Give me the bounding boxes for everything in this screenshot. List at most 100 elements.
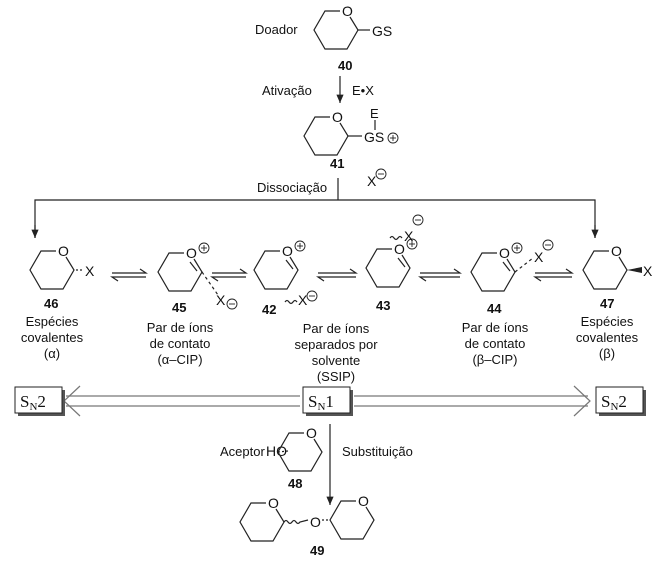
charge-circle — [511, 242, 523, 254]
sn2-beta-box: SN2 — [595, 386, 646, 416]
activation-label: Ativação — [262, 83, 312, 98]
ssip-line: separados por — [294, 337, 378, 352]
dissociation-label: Dissociação — [257, 180, 327, 195]
charge-circle — [542, 239, 554, 251]
equilibrium-arrows — [110, 268, 574, 282]
donor-ring: O — [313, 3, 370, 50]
compound-41-number: 41 — [330, 156, 344, 171]
compound-45-number: 45 — [172, 300, 186, 315]
svg-text:SN2: SN2 — [20, 392, 46, 413]
ring-bonds — [277, 432, 323, 472]
ring-oxygen: O — [268, 495, 279, 511]
double-bond — [189, 261, 198, 272]
charge-circle — [294, 240, 306, 252]
ring-bonds — [253, 250, 299, 290]
acceptor-ho: HO — [266, 443, 287, 459]
compound-43-number: 43 — [376, 298, 390, 313]
counter-ion-x: X — [216, 292, 226, 308]
wavy-bond — [389, 235, 403, 241]
compound-44-number: 44 — [487, 301, 502, 316]
ring-oxygen: O — [282, 243, 293, 259]
wedge-bond — [627, 267, 642, 273]
leaving-group-x: X — [85, 263, 95, 279]
product-bridge-o: O — [310, 514, 321, 530]
minus-charge-icon — [226, 298, 238, 310]
species-46-line: Espécies — [26, 314, 79, 329]
double-bond — [285, 259, 294, 270]
species-45-line: (α–CIP) — [157, 352, 202, 367]
plus-charge-icon — [511, 242, 523, 254]
compound-40-number: 40 — [338, 58, 352, 73]
species-47-line: (β) — [599, 346, 615, 361]
ion-contact-bond — [201, 271, 219, 296]
equilibrium-forward-arrow — [535, 268, 574, 274]
wavy-bond — [283, 519, 309, 525]
sn-continuum — [63, 385, 591, 417]
ring-bonds — [365, 248, 411, 288]
compound-49-number: 49 — [310, 543, 324, 558]
hashed-bond — [277, 450, 289, 453]
charge-circle — [412, 214, 424, 226]
double-bond — [502, 261, 511, 272]
species-45-line: de contato — [150, 336, 211, 351]
ssip-line: (SSIP) — [317, 369, 355, 384]
minus-charge-icon — [375, 168, 387, 180]
species-47-line: covalentes — [576, 330, 639, 345]
ring-oxygen: O — [332, 109, 343, 125]
counter-ion-x: X — [404, 228, 414, 244]
ring-oxygen: O — [58, 243, 69, 259]
equilibrium-forward-arrow — [112, 268, 148, 274]
species-46-line: covalentes — [21, 330, 84, 345]
activated-e: E — [370, 106, 379, 121]
activation-reagent: E•X — [352, 83, 374, 98]
species-44-line: de contato — [465, 336, 526, 351]
charge-circle — [306, 290, 318, 302]
plus-charge-icon — [387, 132, 399, 144]
dissociation-branch — [34, 199, 596, 238]
minus-charge-icon — [412, 214, 424, 226]
acceptor-label: Aceptor — [220, 444, 265, 459]
species-46-line: (α) — [44, 346, 60, 361]
svg-text:SN2: SN2 — [601, 392, 627, 413]
activated-gs: GS — [364, 129, 384, 145]
equilibrium-reverse-arrow — [533, 276, 572, 282]
ssip-line: Par de íons — [303, 321, 370, 336]
plus-charge-icon — [198, 242, 210, 254]
ring-bonds — [329, 500, 375, 540]
equilibrium-forward-arrow — [212, 268, 248, 274]
equilibrium-forward-arrow — [318, 268, 358, 274]
ring-oxygen: O — [186, 245, 197, 261]
minus-charge-icon — [542, 239, 554, 251]
activated-ring: O — [303, 109, 362, 156]
plus-charge-icon — [294, 240, 306, 252]
charge-circle — [387, 132, 399, 144]
charge-circle — [198, 242, 210, 254]
ring-bonds — [29, 250, 75, 290]
ring-oxygen: O — [611, 243, 622, 259]
compound-47-number: 47 — [600, 296, 614, 311]
charge-circle — [406, 238, 418, 250]
plus-charge-icon — [406, 238, 418, 250]
species-44-line: (β–CIP) — [472, 352, 517, 367]
equilibrium-reverse-arrow — [418, 276, 460, 282]
species-44-line: Par de íons — [462, 320, 529, 335]
compound-48-number: 48 — [288, 476, 302, 491]
minus-charge-icon — [306, 290, 318, 302]
wavy-bond — [284, 299, 298, 305]
compound-42-number: 42 — [262, 302, 276, 317]
ring-oxygen: O — [358, 493, 369, 509]
leaving-group-x: X — [643, 263, 653, 279]
species-47-line: Espécies — [581, 314, 634, 329]
equilibrium-forward-arrow — [420, 268, 462, 274]
sn2-alpha-box: SN2 — [14, 386, 65, 416]
donor-gs: GS — [372, 23, 392, 39]
charge-circle — [226, 298, 238, 310]
counter-ion-x: X — [298, 292, 308, 308]
counter-ion-x: X — [534, 249, 544, 265]
equilibrium-reverse-arrow — [110, 276, 146, 282]
double-bond — [397, 257, 406, 268]
